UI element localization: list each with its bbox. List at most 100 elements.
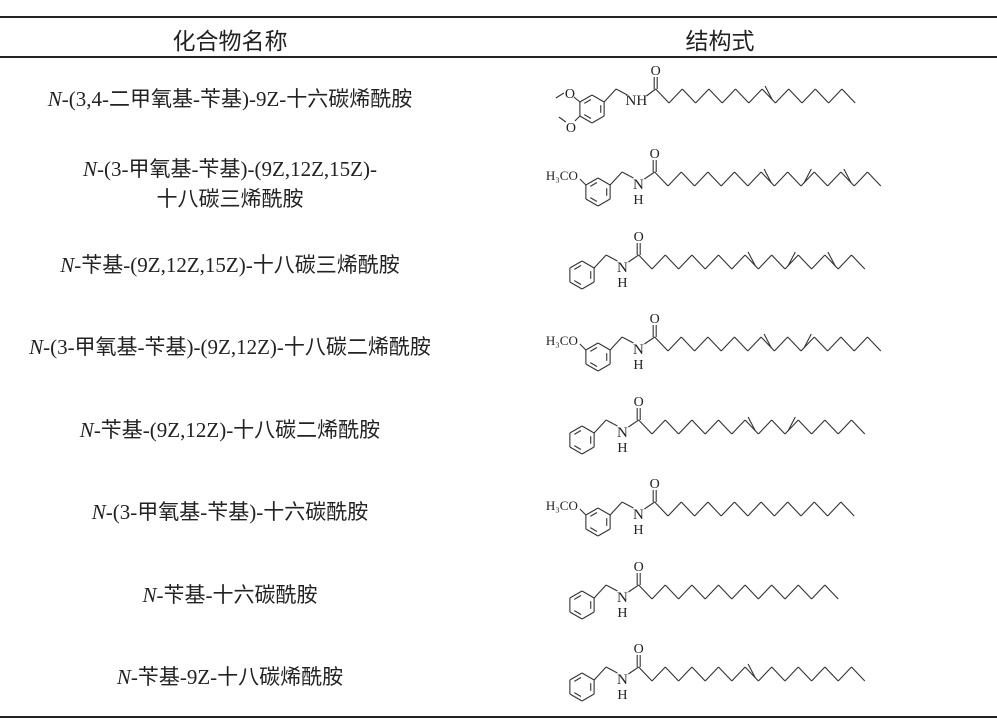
chain-bond	[718, 584, 733, 600]
methoxy-bond	[573, 96, 581, 103]
chain-bond	[694, 501, 709, 517]
chain-bond	[788, 88, 803, 104]
chain-bond	[757, 254, 773, 270]
cis-double-bond	[803, 333, 812, 349]
chain-bond	[787, 501, 802, 517]
benzene-inner-bond	[574, 595, 582, 600]
chain-bond	[651, 254, 666, 270]
compound-name-row-2: N-(3-甲氧基-苄基)-(9Z,12Z,15Z)-十八碳三烯酰胺	[0, 154, 460, 214]
chain-bond	[811, 584, 826, 600]
name-text: -(3,4-二甲氧基-苄基)-9Z-十六碳烯酰胺	[61, 87, 413, 111]
name-text: -(3-甲氧基-苄基)-(9Z,12Z,15Z)-	[97, 157, 377, 181]
benzene-inner-bond	[590, 512, 598, 517]
chain-bond	[757, 584, 773, 600]
name-text-line2: 十八碳三烯酰胺	[156, 187, 304, 211]
chain-bond	[747, 501, 762, 517]
benzene-inner-bond	[590, 182, 598, 187]
compound-name-row-3: N-苄基-(9Z,12Z,15Z)-十八碳三烯酰胺	[0, 250, 460, 280]
benzene-ring-bond	[581, 446, 595, 455]
ch2-n-bond	[615, 88, 628, 96]
amide-hydrogen-label: H	[633, 523, 643, 538]
carbonyl-oxygen-label: O	[650, 147, 660, 162]
nitrogen-label: N	[617, 260, 628, 276]
chain-bond	[704, 584, 719, 600]
chain-bond	[784, 666, 799, 682]
amide-hydrogen-label: H	[617, 276, 627, 291]
chain-bond	[828, 88, 843, 104]
name-text: -苄基-(9Z,12Z)-十八碳二烯酰胺	[93, 418, 381, 442]
benzene-ring-bond	[569, 425, 583, 434]
chain-bond	[773, 501, 789, 517]
benzene-ring-bond	[585, 507, 599, 516]
chain-bond	[784, 419, 799, 435]
chain-bond	[757, 419, 773, 435]
nitrogen-label: N	[633, 177, 644, 193]
ch2-n-bond	[605, 584, 618, 592]
chain-bond	[651, 666, 666, 682]
chain-bond	[797, 666, 812, 682]
chain-bond	[651, 584, 666, 600]
methoxy-bond	[579, 343, 587, 351]
chain-bond	[837, 666, 852, 682]
chain-bond	[655, 88, 670, 104]
chain-bond	[678, 584, 693, 600]
benzene-ring-bond	[569, 693, 583, 702]
benzene-inner-bond	[574, 280, 582, 285]
chain-bond	[797, 584, 812, 600]
table-bottom-rule	[0, 716, 997, 718]
name-prefix: N	[116, 665, 131, 689]
chain-bond	[787, 336, 802, 352]
name-prefix: N	[79, 418, 94, 442]
benzene-inner-bond	[590, 347, 598, 352]
methyl-bond	[555, 92, 565, 99]
chain-bond	[851, 419, 866, 435]
chain-bond	[667, 336, 682, 352]
chain-bond	[694, 336, 709, 352]
chain-bond	[744, 254, 759, 270]
chain-bond	[694, 171, 709, 187]
benzyl-ch2-bond	[593, 584, 607, 599]
benzene-ring-bond	[585, 528, 599, 537]
chain-bond	[773, 171, 789, 187]
benzene-inner-bond	[574, 610, 582, 615]
benzene-ring-bond	[581, 260, 595, 269]
chain-bond	[840, 336, 855, 352]
chain-bond	[853, 336, 868, 352]
amide-hydrogen-label: H	[617, 441, 627, 456]
benzene-ring-bond	[569, 446, 583, 455]
chain-bond	[707, 501, 722, 517]
chain-bond	[784, 584, 799, 600]
n-carbonyl-bond	[644, 501, 656, 510]
chain-bond	[704, 666, 719, 682]
benzene-ring-bond	[585, 177, 599, 186]
n-carbonyl-bond	[644, 336, 656, 345]
chain-bond	[824, 666, 839, 682]
chain-bond	[814, 88, 829, 104]
chain-bond	[840, 171, 855, 187]
cis-double-bond	[843, 168, 852, 184]
n-carbonyl-bond	[628, 419, 640, 428]
chain-bond	[664, 419, 679, 435]
ch2-n-bond	[621, 336, 634, 344]
chain-bond	[667, 501, 682, 517]
name-prefix: N	[142, 583, 157, 607]
chain-bond	[824, 419, 839, 435]
name-text: -(3-甲氧基-苄基)-十六碳酰胺	[105, 500, 369, 524]
cis-double-bond	[827, 251, 836, 267]
header-rule	[0, 56, 997, 58]
chain-bond	[773, 336, 789, 352]
chain-bond	[811, 666, 826, 682]
chain-bond	[680, 171, 695, 187]
amide-hydrogen-label: H	[633, 193, 643, 208]
benzyl-ch2-bond	[609, 501, 623, 516]
n-carbonyl-bond	[628, 254, 640, 263]
chain-bond	[867, 336, 882, 352]
chain-bond	[720, 501, 735, 517]
compound-name-row-7: N-苄基-十六碳酰胺	[0, 580, 460, 610]
compound-name-row-5: N-苄基-(9Z,12Z)-十八碳二烯酰胺	[0, 415, 460, 445]
chain-bond	[811, 254, 826, 270]
chain-bond	[734, 501, 749, 517]
ch2-n-bond	[605, 254, 618, 262]
chain-bond	[718, 666, 733, 682]
